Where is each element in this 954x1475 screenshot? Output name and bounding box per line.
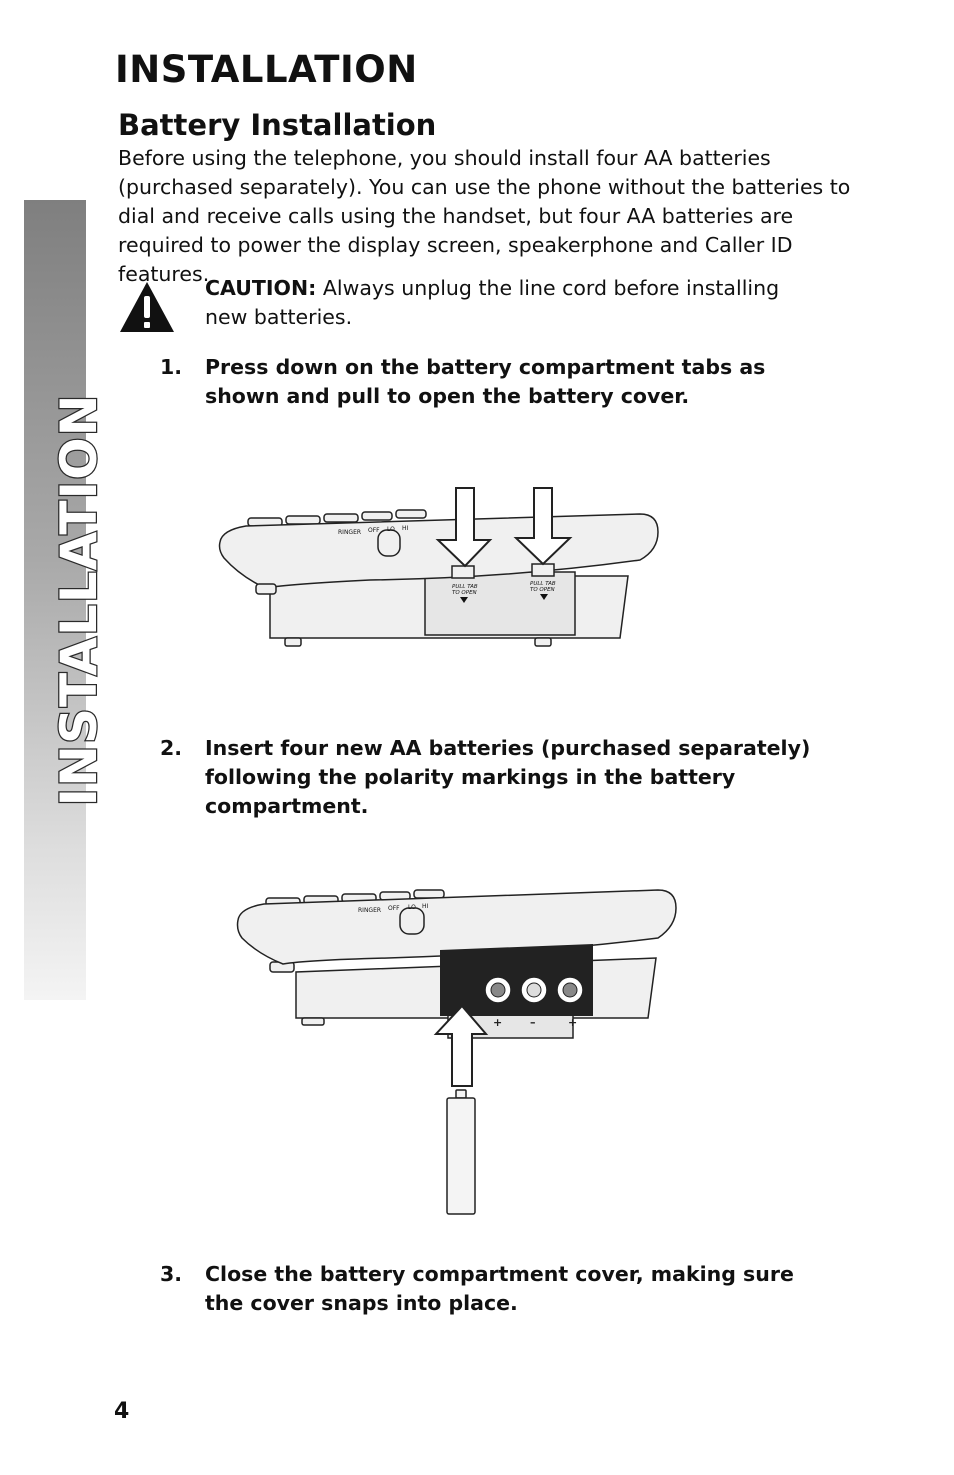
off-label: OFF bbox=[368, 527, 380, 534]
plus-mark-2: + bbox=[568, 1016, 577, 1029]
hi-label: HI bbox=[402, 525, 409, 532]
lo-label-2: LO bbox=[408, 904, 416, 911]
hi-label-2: HI bbox=[422, 903, 429, 910]
step-number: 3. bbox=[160, 1262, 183, 1286]
ringer-label-2: RINGER bbox=[358, 907, 381, 914]
caution-note: CAUTION: Always unplug the line cord bef… bbox=[205, 274, 815, 332]
caution-text: Always unplug the line cord before insta… bbox=[205, 276, 780, 329]
page-title: INSTALLATION bbox=[115, 48, 418, 91]
figure-open-cover: RINGER OFF LO HI PULL TAB TO OPEN PULL T… bbox=[218, 487, 659, 647]
plus-mark-1: + bbox=[493, 1016, 502, 1029]
step-number: 1. bbox=[160, 355, 183, 379]
tab2-line1: PULL TAB bbox=[530, 581, 556, 587]
minus-mark: – bbox=[530, 1016, 536, 1029]
warning-icon bbox=[120, 282, 174, 332]
tab1-line1: PULL TAB bbox=[452, 584, 478, 590]
step-text: Close the battery compartment cover, mak… bbox=[205, 1262, 794, 1315]
section-title: Battery Installation bbox=[118, 108, 437, 142]
tab2-line2: TO OPEN bbox=[530, 587, 555, 593]
intro-paragraph: Before using the telephone, you should i… bbox=[118, 146, 851, 286]
step-text: Insert four new AA batteries (purchased … bbox=[205, 736, 811, 818]
lo-label: LO bbox=[387, 526, 395, 533]
step-text: Press down on the battery compartment ta… bbox=[205, 355, 766, 408]
page-number: 4 bbox=[114, 1399, 130, 1424]
figure-insert-batteries: + – + RINGER OFF LO HI bbox=[236, 889, 677, 1215]
step-number: 2. bbox=[160, 736, 183, 760]
tab1-line2: TO OPEN bbox=[452, 590, 477, 596]
caution-label: CAUTION: bbox=[205, 276, 317, 300]
side-tab-label: INSTALLATION bbox=[49, 392, 110, 807]
ringer-label: RINGER bbox=[338, 529, 361, 536]
side-tab: INSTALLATION bbox=[24, 200, 109, 1000]
off-label-2: OFF bbox=[388, 905, 400, 912]
